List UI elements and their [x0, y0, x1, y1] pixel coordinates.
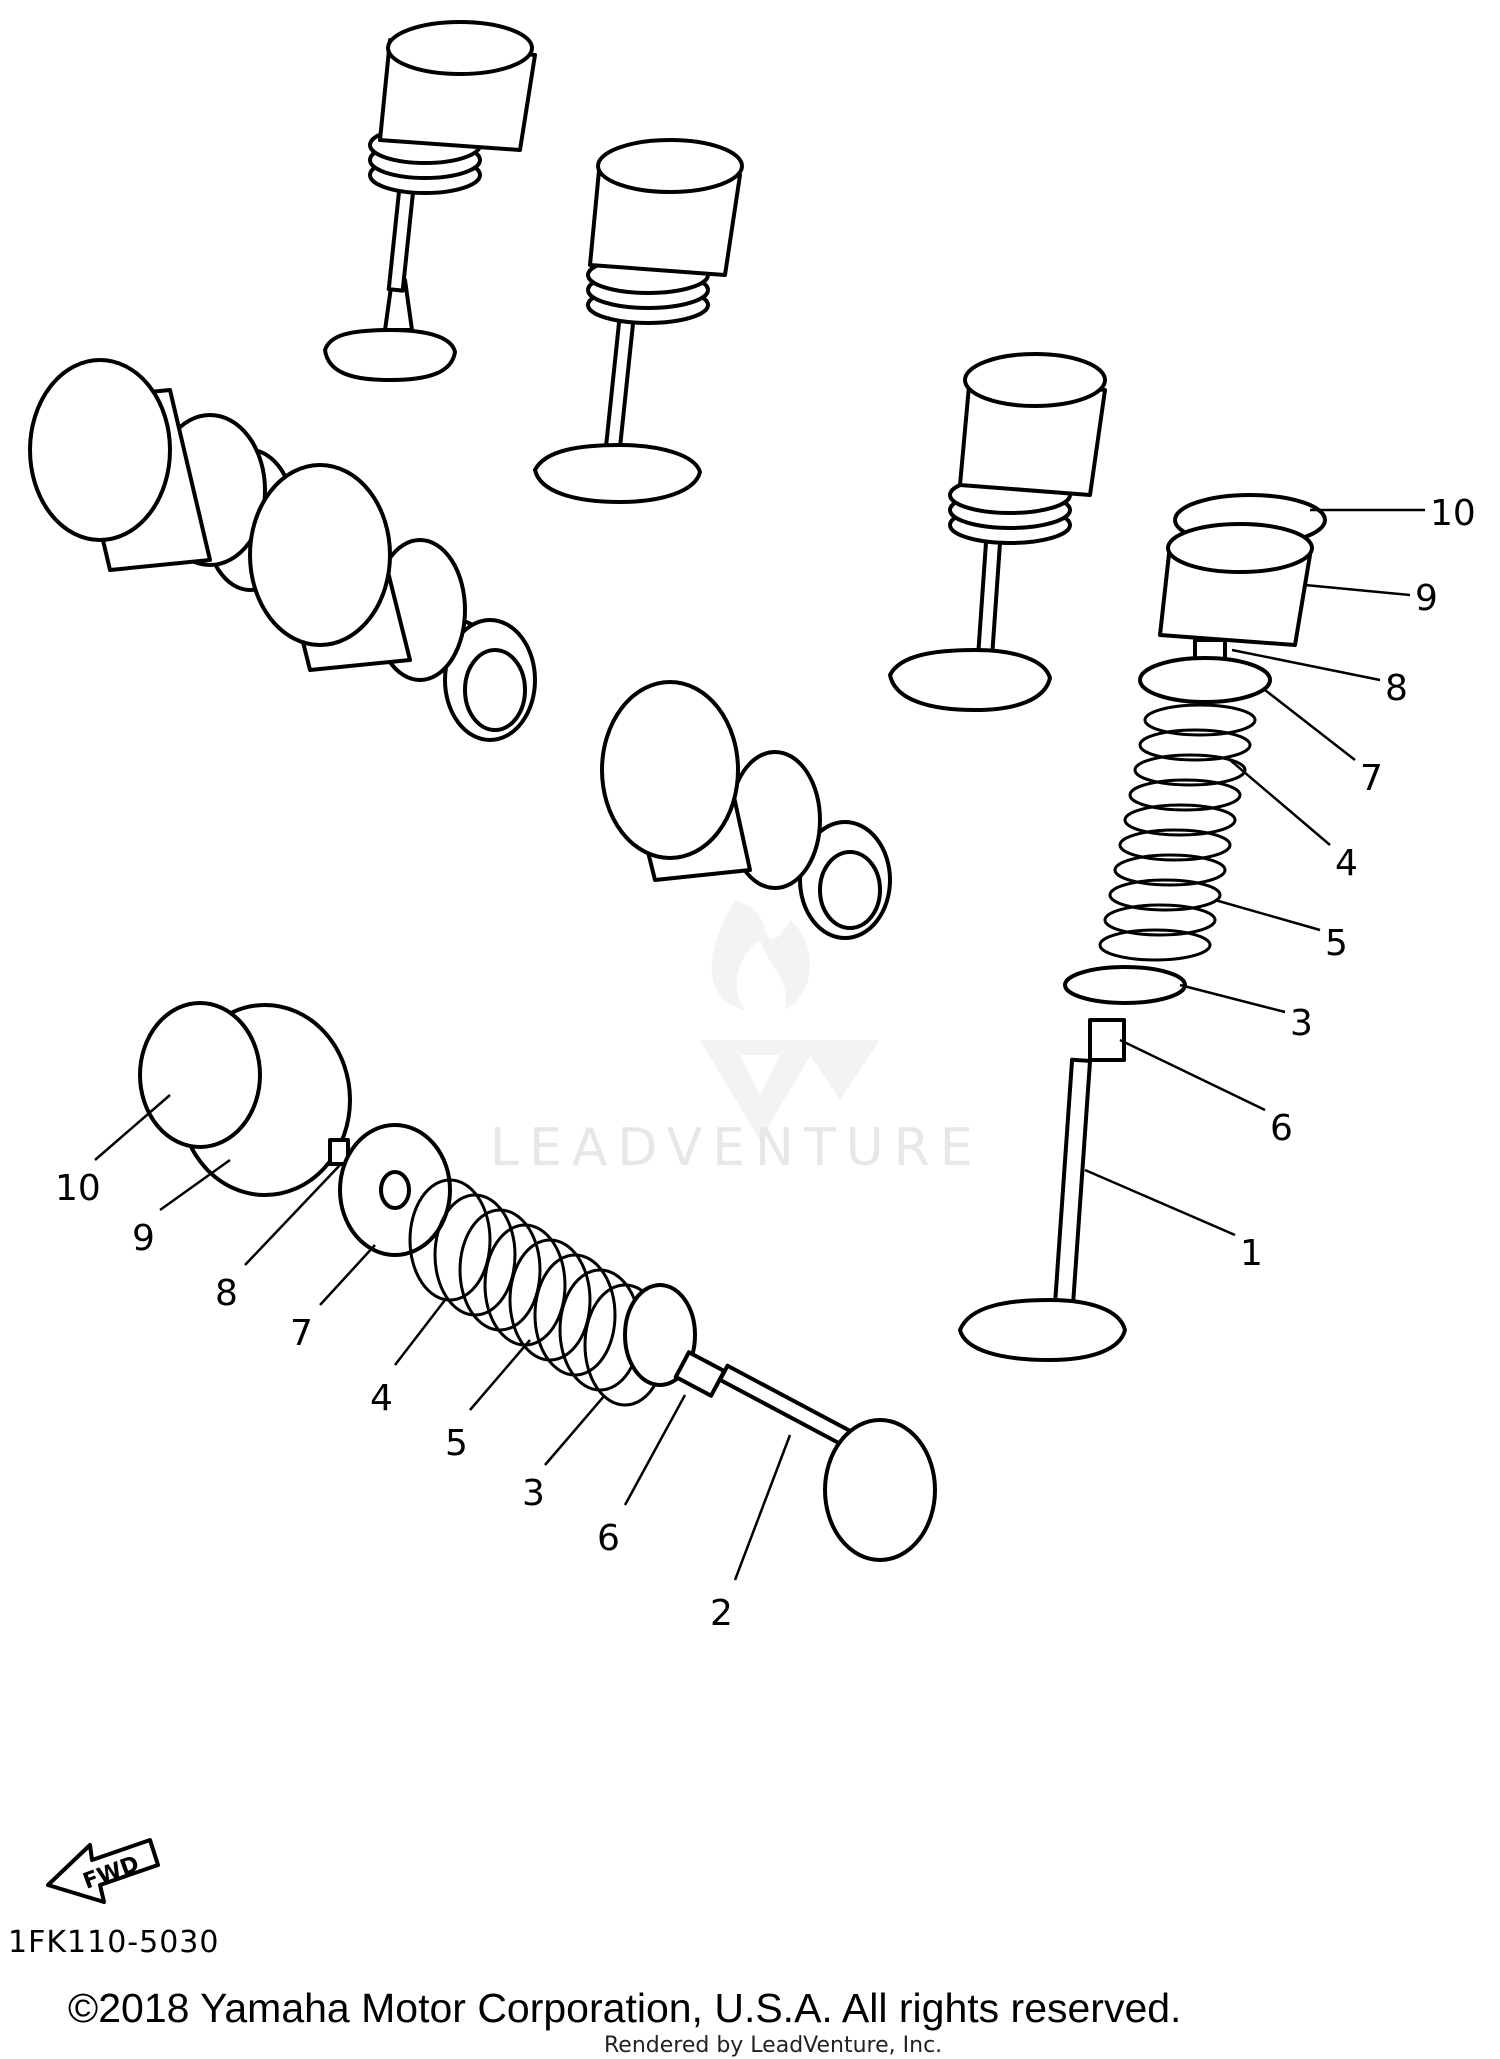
callout-left-4: 4 — [370, 1378, 393, 1419]
valve-retainer-right — [1138, 656, 1272, 704]
callout-left-7: 7 — [290, 1313, 313, 1354]
callouts-right: 10 9 8 7 4 5 3 6 1 — [1240, 493, 1476, 1274]
callout-left-6: 6 — [597, 1518, 620, 1559]
callout-right-6: 6 — [1270, 1108, 1293, 1149]
rendered-by-note: Rendered by LeadVenture, Inc. — [604, 2033, 943, 2058]
valve-assembly-middle — [600, 680, 892, 940]
valve-lifter-right — [1166, 522, 1314, 574]
leadventure-watermark-logo — [700, 900, 880, 1140]
valve-assembly-top-3 — [888, 352, 1107, 712]
callout-left-10: 10 — [55, 1168, 101, 1209]
callouts-left: 10 9 8 7 4 5 3 6 2 — [55, 1168, 733, 1634]
callout-right-3: 3 — [1290, 1003, 1313, 1044]
callout-left-8: 8 — [215, 1273, 238, 1314]
valve-assembly-left-exploded — [138, 1001, 937, 1562]
valve-stem-seal-right — [1088, 1018, 1126, 1062]
callout-right-7: 7 — [1360, 758, 1383, 799]
callout-right-5: 5 — [1325, 923, 1348, 964]
leader-lines — [94, 508, 1425, 1581]
copyright-notice: ©2018 Yamaha Motor Corporation, U.S.A. A… — [68, 1985, 1182, 2031]
callout-right-4: 4 — [1335, 843, 1358, 884]
valve-assembly-right-exploded — [958, 493, 1327, 1362]
valve-assembly-top-2 — [533, 138, 744, 504]
callout-left-9: 9 — [132, 1218, 155, 1259]
diagram-code: 1FK110-5030 — [8, 1925, 220, 1960]
watermark-text: LEADVENTURE — [490, 1118, 983, 1178]
valve-assembly-left-2 — [248, 463, 537, 742]
valve-stem-seal-left — [673, 1350, 727, 1398]
callout-right-9: 9 — [1415, 578, 1438, 619]
valve-assembly-top-1 — [323, 20, 537, 382]
callout-left-2: 2 — [710, 1593, 733, 1634]
fwd-arrow-icon: FWD — [46, 1838, 160, 1904]
callout-right-8: 8 — [1385, 668, 1408, 709]
callout-right-1: 1 — [1240, 1233, 1263, 1274]
valve-spring-seat-left — [623, 1283, 697, 1387]
callout-left-5: 5 — [445, 1423, 468, 1464]
valve-spring-right — [1098, 703, 1257, 962]
valve-pad-left — [138, 1001, 262, 1149]
valve-assembly-left-1 — [28, 358, 297, 592]
callout-right-10: 10 — [1430, 493, 1476, 534]
intake-valve — [1051, 1057, 1093, 1323]
callout-left-3: 3 — [522, 1473, 545, 1514]
valve-spring-seat-right — [1063, 965, 1187, 1005]
